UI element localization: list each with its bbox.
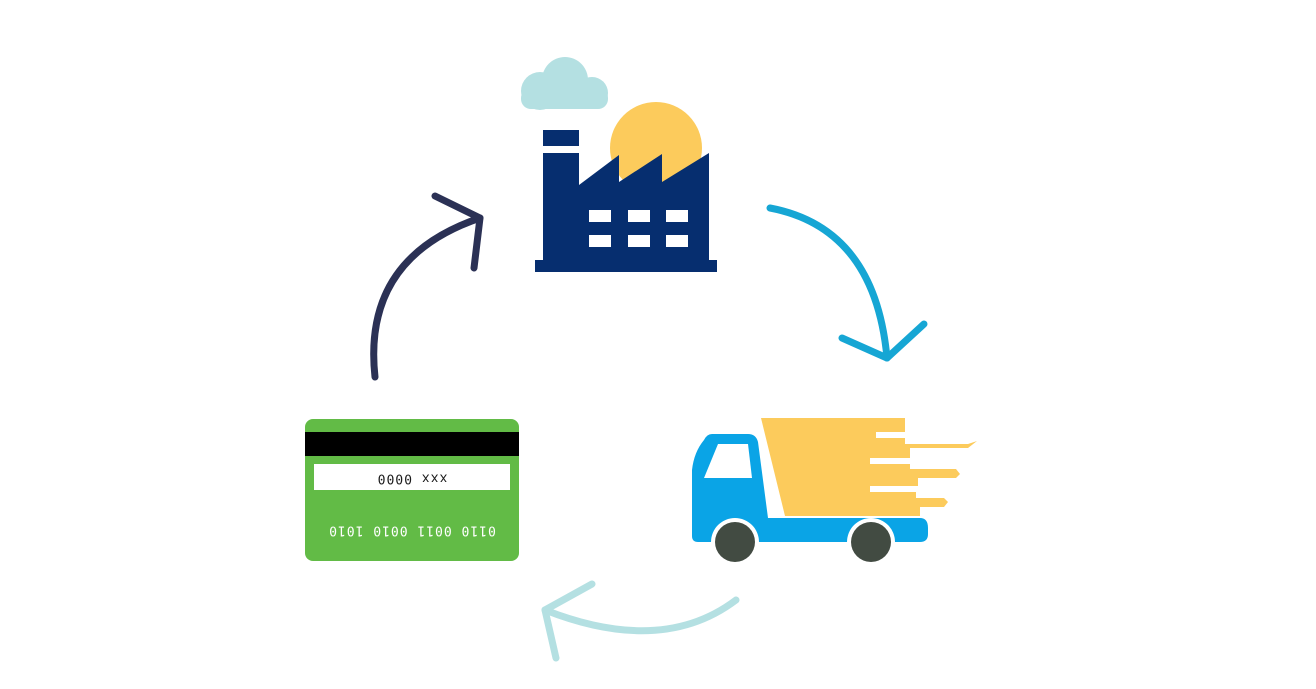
card-number-text: 0110 0011 0010 1010	[328, 523, 496, 538]
factory-windows	[589, 210, 688, 247]
arrow-truck-to-card	[541, 580, 740, 662]
truck-cab	[692, 434, 928, 542]
arrow-card-to-factory	[370, 192, 484, 381]
sun-icon	[610, 102, 702, 194]
credit-card-back-icon: xxx 0000 0110 0011 0010 1010	[305, 419, 519, 561]
cloud-icon	[521, 57, 608, 110]
truck-wheels	[711, 518, 895, 566]
truck-cargo	[761, 418, 977, 516]
factory-icon	[521, 57, 717, 272]
truck-window	[704, 444, 752, 478]
card-signature-text: xxx 0000	[377, 471, 448, 486]
delivery-truck-icon	[692, 418, 977, 566]
arrow-factory-to-truck	[766, 204, 928, 362]
